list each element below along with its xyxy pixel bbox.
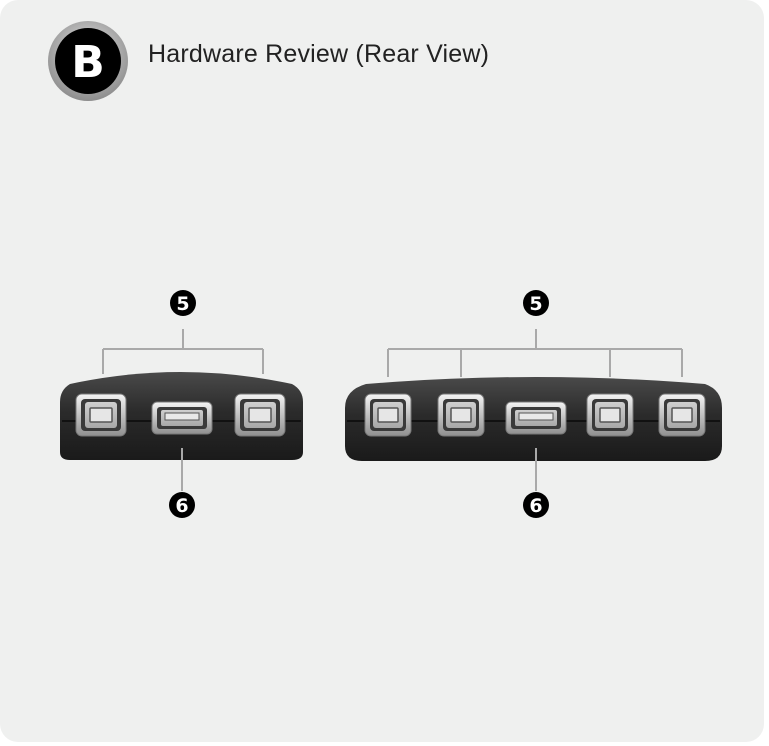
callout-6-right: 6 — [523, 492, 549, 518]
svg-text:6: 6 — [175, 495, 188, 517]
ports-bracket-right — [387, 329, 683, 377]
callout-5-right: 5 — [523, 290, 549, 316]
usb-b-port — [234, 393, 286, 437]
usb-b-port — [658, 393, 706, 437]
section-title: Hardware Review (Rear View) — [148, 40, 490, 68]
two-port-device: 5 6 — [60, 290, 303, 518]
svg-text:5: 5 — [176, 293, 189, 315]
usb-b-port — [75, 393, 127, 437]
usb-a-port — [505, 401, 567, 435]
four-port-device: 5 — [345, 290, 722, 518]
callout-5-left: 5 — [170, 290, 196, 316]
svg-text:6: 6 — [529, 495, 542, 517]
section-letter: B — [71, 37, 105, 88]
usb-a-port — [151, 401, 213, 435]
callout-6-left: 6 — [169, 492, 195, 518]
ports-bracket-left — [102, 329, 264, 374]
usb-b-port — [437, 393, 485, 437]
usb-b-port — [586, 393, 634, 437]
svg-text:5: 5 — [529, 293, 542, 315]
section-badge: B — [48, 21, 128, 101]
usb-b-port — [364, 393, 412, 437]
